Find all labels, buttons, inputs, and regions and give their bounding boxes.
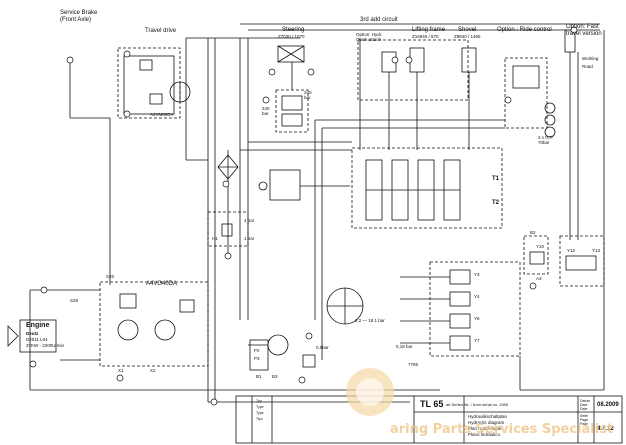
label-x1: X1 [118, 368, 124, 373]
title-block-row-0: Typ [256, 399, 262, 403]
label-lifting-frame: Lifting frame [412, 27, 446, 33]
label-bar-018: 0,18 bar [396, 344, 413, 349]
label-s28: S28 [70, 298, 79, 303]
title-block-row-2: Type [256, 411, 264, 415]
label-p3: P3 [254, 356, 260, 361]
title-block-row-3: Tipo [256, 417, 263, 421]
label-bar-range: 2,2 — 18 1 bar [355, 318, 385, 323]
label-engine: Engine [26, 322, 50, 329]
title-block-desc-0: Hydraulikschaltplan [468, 414, 508, 419]
title-block-model: TL 65 [420, 399, 444, 409]
label-p2: P2 [254, 348, 260, 353]
label-lifting-code: Z16940 / 670 [412, 34, 439, 39]
label-hydr-attach: Option: Hydr. Quick attach [356, 32, 383, 42]
label-t2: T2 [492, 200, 500, 206]
label-third-circuit: 3rd add circuit [360, 17, 398, 23]
label-bar-5: 0,5bar [316, 345, 329, 350]
label-y12: Y12 [567, 248, 576, 253]
title-block-right-0: Datum [580, 399, 591, 403]
label-y10: Y10 [536, 244, 545, 249]
title-block-date: 08.2009 [597, 402, 619, 408]
label-a3: A3 [536, 276, 542, 281]
label-bar-1: 1 bar [244, 236, 255, 241]
title-block-page-0: Seite [580, 414, 588, 418]
label-y4: Y4 [474, 294, 480, 299]
title-block-page-2: Page [580, 422, 589, 426]
label-y13: Y13 [592, 248, 601, 253]
label-x2: X2 [150, 368, 156, 373]
title-block-model-sub: ab Serien-Nr. / from serial no. 2005 [446, 402, 509, 407]
title-block-right-1: Date [580, 403, 588, 407]
label-road: Road [582, 64, 593, 69]
label-b1: B1 [256, 374, 262, 379]
label-s26: S26 [106, 274, 115, 279]
label-accu: 3 x 0,7l 70bar [538, 135, 553, 145]
title-block-right-2: Date [580, 407, 588, 411]
label-bar-240-b: 240 bar [304, 90, 312, 100]
label-engine-model: D2011 L04 [26, 337, 48, 342]
label-b2: B2 [530, 230, 536, 235]
label-a4vg: A4VG40DA [146, 281, 178, 287]
label-steering: Steering [282, 27, 305, 33]
label-working: Working [582, 56, 599, 61]
label-shovel: Shovel [458, 27, 477, 33]
watermark-logo [346, 368, 394, 416]
label-b3: B3 [272, 374, 278, 379]
label-steering-code: Z7030 / 1070 [278, 34, 305, 39]
title-block-desc-1: Hydraulic diagram [468, 420, 505, 425]
label-ride-control: Option : Ride control [497, 27, 552, 33]
label-t1: T1 [492, 176, 500, 182]
label-service-brake: Service Brake (Front Axle) [60, 10, 98, 23]
label-y6: Y6 [474, 316, 480, 321]
title-block-number: 4.7.12 [597, 426, 614, 432]
label-bar-240-a: 240 bar [262, 106, 270, 116]
label-bar-4: 4 bar [244, 218, 255, 223]
title-block-desc-3: Plano hidráulico [468, 432, 501, 437]
label-engine-power: 37KW - 2200U/min [26, 343, 65, 348]
watermark: aring Parts Services Specialist [390, 422, 614, 437]
label-y7: Y7 [474, 338, 480, 343]
label-h1: H1 [212, 236, 218, 241]
title-block-page-1: Page [580, 418, 589, 422]
label-travel-drive: Travel drive [145, 28, 177, 34]
label-fast-travel: Option: Fast travel version [566, 24, 602, 37]
label-y3: Y3 [474, 272, 480, 277]
label-a4vm: A4VM80DA [150, 112, 174, 117]
label-shovel-code: Z9840 / 1455 [454, 34, 481, 39]
title-block-desc-2: Plan hydraulique [468, 426, 502, 431]
label-code-7765: 7765 [408, 362, 419, 367]
label-engine-make: Deutz [26, 331, 39, 336]
title-block-row-1: Type [256, 405, 264, 409]
